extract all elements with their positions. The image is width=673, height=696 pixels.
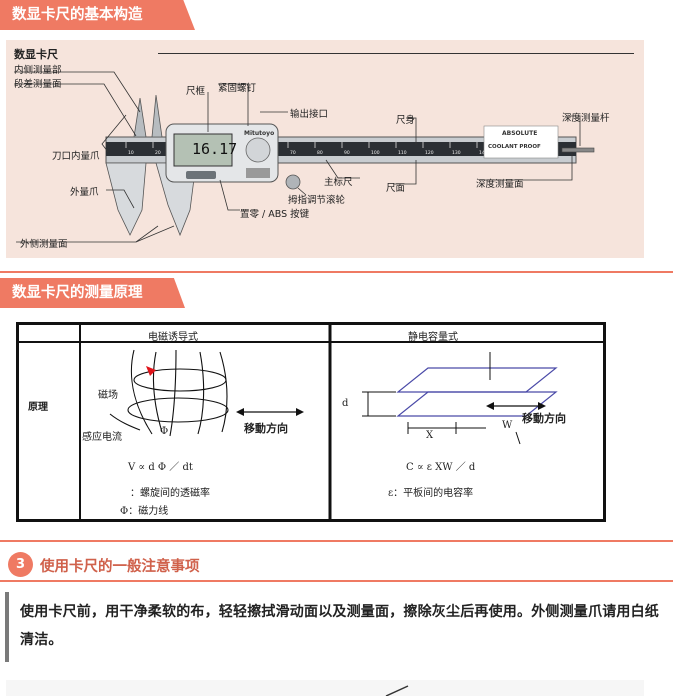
label-depth-surface: 深度测量面	[476, 179, 524, 190]
note-permittivity: ε：平板间的电容率	[388, 488, 474, 499]
quote-bar	[5, 592, 9, 662]
next-image-strip	[6, 680, 644, 696]
principle-drawing	[16, 322, 606, 522]
scale-tick-label: 90	[344, 150, 350, 156]
principle-table: 原理 电磁诱导式 静电容量式 磁场 Φ 感应电流 移動方向 V ∝ d Φ ／ …	[16, 322, 606, 522]
section-heading-principle: 数显卡尺的测量原理	[0, 278, 185, 308]
label-move-direction-2: 移動方向	[522, 412, 566, 425]
scale-tick-label: 120	[425, 150, 434, 156]
label-beam: 尺身	[396, 115, 416, 126]
label-outer-jaw: 外量爪	[70, 187, 99, 198]
label-ref-surface: 尺面	[386, 183, 406, 194]
absolute-badge-subtitle: COOLANT PROOF	[488, 144, 541, 150]
label-main-scale: 主标尺	[324, 177, 353, 188]
next-image-fragment	[385, 685, 409, 696]
section-underline	[0, 580, 673, 582]
title-rule	[158, 53, 634, 54]
label-depth-rod: 深度测量杆	[562, 113, 610, 124]
label-step-surface: 段差测量面	[14, 79, 62, 90]
formula-electromagnetic: V ∝ d Φ ／ dt	[128, 462, 193, 473]
col-title-electromagnetic: 电磁诱导式	[148, 332, 198, 343]
caliper-diagram: 数显卡尺 10203040506070809010011012013014015…	[6, 40, 644, 258]
scale-tick-label: 130	[452, 150, 461, 156]
scale-tick-label: 140	[479, 150, 488, 156]
label-x: X	[426, 430, 434, 441]
brand-logo: Mitutoyo	[244, 130, 275, 137]
label-d: d	[342, 398, 349, 409]
label-outer-surface: 外侧测量面	[20, 239, 68, 250]
label-induced-current: 感应电流	[82, 432, 122, 443]
label-lock-screw: 紧固螺钉	[218, 83, 257, 94]
lcd-readout: 16.17	[192, 140, 238, 158]
scale-tick-label: 10	[128, 150, 134, 156]
label-w: W	[502, 420, 513, 431]
label-inner-jaw-surface: 内侧测量部	[14, 65, 62, 76]
precautions-paragraph: 使用卡尺前，用干净柔软的布，轻轻擦拭滑动面以及测量面，擦除灰尘后再使用。外侧测量…	[20, 604, 659, 648]
note-permeability: ：螺旋间的透磁率	[130, 488, 210, 499]
scale-tick-label: 80	[317, 150, 323, 156]
absolute-badge-title: ABSOLUTE	[502, 130, 538, 137]
diagram-title: 数显卡尺	[14, 48, 58, 61]
label-thumb-roller: 拇指调节滚轮	[288, 195, 346, 206]
caliper-drawing: 102030405060708090100110120130140150	[14, 71, 595, 243]
formula-capacitance: C ∝ ε XW ／ d	[406, 462, 476, 473]
label-magnetic-field: 磁场	[98, 390, 118, 401]
note-flux-line: Φ：磁力线	[120, 506, 169, 517]
label-frame: 尺框	[186, 86, 206, 97]
label-phi: Φ	[160, 426, 169, 437]
label-move-direction-1: 移動方向	[244, 422, 288, 435]
scale-tick-label: 100	[371, 150, 380, 156]
section-heading-precautions: 使用卡尺的一般注意事项	[40, 559, 200, 575]
section-divider-2	[0, 540, 673, 542]
scale-tick-label: 20	[155, 150, 161, 156]
label-zero-button: 置零 / ABS 按键	[240, 209, 310, 220]
scale-tick-label: 70	[290, 150, 296, 156]
scale-tick-label: 110	[398, 150, 407, 156]
label-output-port: 输出接口	[290, 109, 329, 120]
section-heading-structure: 数显卡尺的基本构造	[0, 0, 195, 30]
section-divider	[0, 271, 673, 273]
label-knife-inner-jaw: 刀口内量爪	[52, 151, 100, 162]
row-label-principle: 原理	[28, 402, 48, 413]
col-title-capacitance: 静电容量式	[408, 332, 458, 343]
section-number-badge: 3	[8, 552, 33, 577]
